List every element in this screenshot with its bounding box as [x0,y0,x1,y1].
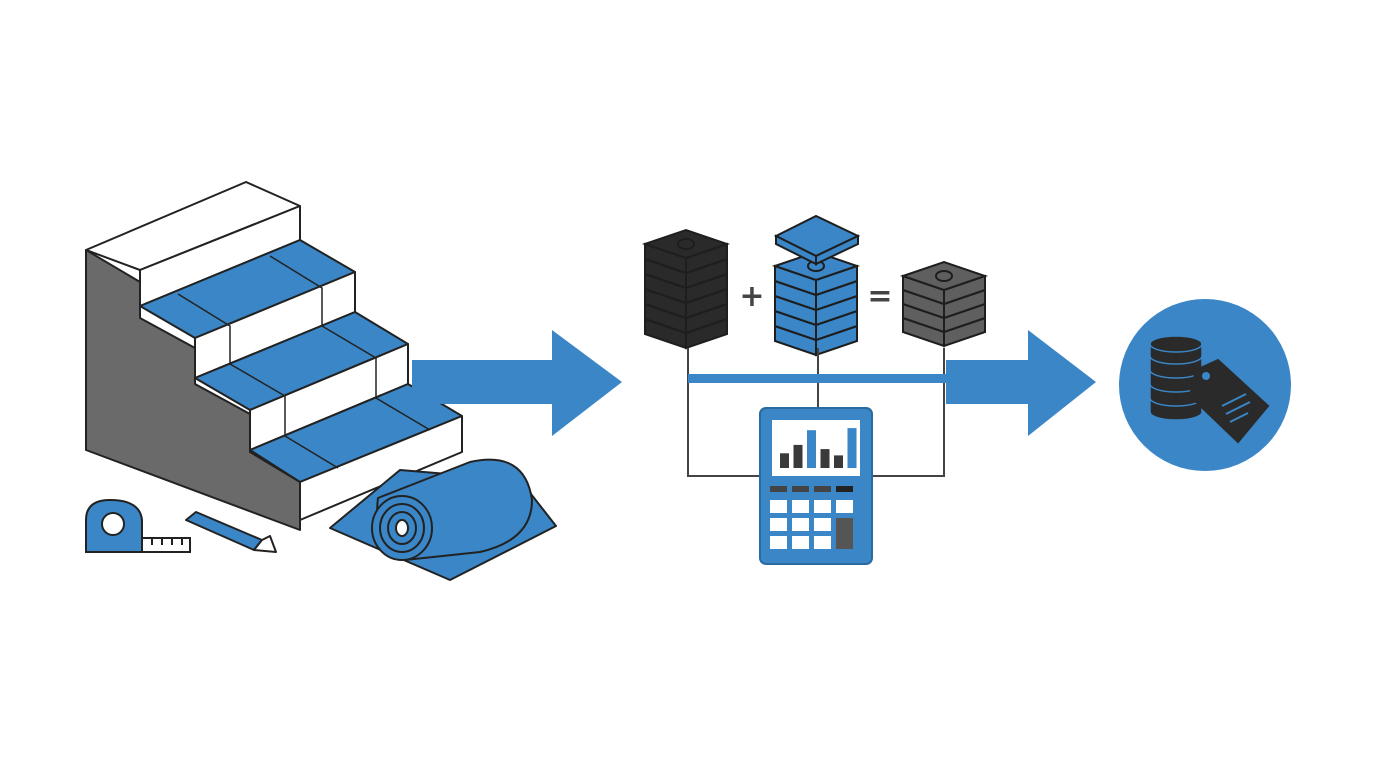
utility-knife-icon [185,511,277,553]
calculator-number-key [792,500,809,513]
price-tag-line-3 [1229,412,1249,423]
calculator-equals-key [836,518,853,549]
carpet-runner-edge-2 [269,255,431,431]
calculator-number-key [814,536,831,549]
calculator-operator-key [836,500,853,513]
tape-measure-dial [101,512,125,536]
connector-bar [688,374,946,383]
equals-operator: = [867,279,892,314]
connector-left [687,348,760,477]
calculator-number-key [770,500,787,513]
plus-operator: + [739,279,764,314]
carpet-roll-icon [329,458,557,581]
price-tag-line-1 [1221,393,1247,407]
calculator-number-key [770,536,787,549]
screen-chart-bar [793,444,803,468]
total-cost-stack-icon [899,260,989,348]
carpet-runner-edge [177,293,339,469]
calculator-number-key [814,500,831,513]
calculator-keypad [770,486,853,549]
staircase-icon [85,181,463,531]
labor-cost-stack-icon [771,214,861,357]
price-tag-body [1188,358,1270,444]
connector-right [872,348,945,477]
tape-measure-blade [141,537,191,553]
knife-blade [253,535,277,553]
carpet-roll-ring-2 [387,511,417,545]
stack-note-emblem [935,270,953,282]
calculator-number-key [792,518,809,531]
knife-handle [185,511,263,551]
screen-chart-bar [834,455,843,468]
floating-note-right [815,234,859,266]
calculator-function-key [792,486,809,492]
calculator-screen-chart [780,428,857,468]
flow-arrow-2 [946,330,1096,436]
calculator-function-key [814,486,831,492]
carpet-roll-core [395,519,409,537]
material-cost-stack-icon [641,228,731,350]
price-tag-line-2 [1225,401,1251,415]
price-tag-hole [1202,372,1210,380]
calculator-function-key [770,486,787,492]
stack-note-emblem [677,238,695,250]
carpet-roll-ring-1 [379,503,425,553]
price-coins-tag-icon [1119,299,1291,471]
flow-arrow-1 [412,330,622,436]
screen-chart-bar [807,430,816,468]
coin-top [1149,335,1203,353]
calculator-icon [759,407,873,565]
screen-chart-bar [780,453,789,468]
stair-riser-3 [299,415,463,521]
coin-stack-icon [1149,335,1203,421]
price-tag-icon [1188,358,1270,444]
tape-measure-icon [85,498,191,553]
stack-top-note [899,260,989,292]
calculator-number-key [792,536,809,549]
calculator-number-key [814,518,831,531]
calculator-function-key [836,486,853,492]
calculator-number-key [770,518,787,531]
screen-chart-bar [847,428,857,468]
screen-chart-bar [820,449,830,468]
stack-top-note [641,228,731,260]
